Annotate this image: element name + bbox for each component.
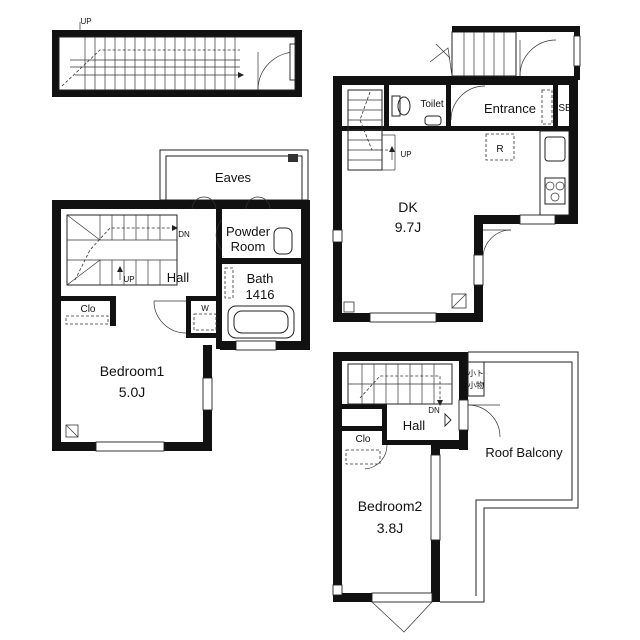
floor1-clo-label: Clo [80,304,95,315]
dk-size: 9.7J [395,219,421,235]
roof-balcony-area: Roof Balcony [440,351,579,603]
dk-name: DK [398,199,418,215]
floor3-stairs [347,363,453,406]
floor2-stairs [347,89,396,171]
bedroom2-name: Bedroom2 [358,498,423,514]
entry-stair [429,26,581,80]
eaves-label: Eaves [215,170,252,185]
toilet-label: Toilet [420,99,444,110]
storage-label-2: 小物 [468,380,484,390]
floor1-stair-dn-label: DN [178,230,190,239]
top-stair-treads [70,37,240,90]
floor3-stair-dn-label: DN [428,406,440,415]
floor3-hall-label: Hall [403,418,426,433]
eaves-area: Eaves [159,149,309,201]
powder-room-label-2: Room [231,239,266,254]
bath-label-1: Bath [247,271,274,286]
storage-label-1: 小ト [468,369,484,378]
top-stair-door-swing [257,51,297,91]
floor3-clo-label: Clo [355,434,370,445]
bedroom1-name: Bedroom1 [100,363,165,379]
floor2-plan: UP Toilet Entrance SB R DK 9.7J [332,26,581,323]
roof-balcony-label: Roof Balcony [485,445,563,460]
floor1-stairs [66,214,178,286]
top-stair-section: UP [52,17,302,97]
top-stair-up-label: UP [80,17,91,26]
floor1-plan: Eaves [52,149,310,452]
bedroom1-size: 5.0J [119,384,145,400]
bath-label-2: 1416 [246,287,275,302]
floor1-stair-up-label: UP [123,275,134,284]
entrance-label: Entrance [484,101,536,116]
w-closet-label: W [201,304,209,313]
shoe-box-label: SB [558,103,572,114]
refrigerator-label: R [496,144,503,155]
floor2-stair-up-label: UP [400,150,411,159]
bedroom2-size: 3.8J [377,520,403,536]
floor3-plan: DN Hall 小ト 小物 Clo Roof Balcony Bedroom2 … [332,351,579,633]
floor1-hall-label: Hall [167,270,190,285]
kitchen-counter [539,130,570,216]
powder-room-label-1: Powder [226,224,271,239]
